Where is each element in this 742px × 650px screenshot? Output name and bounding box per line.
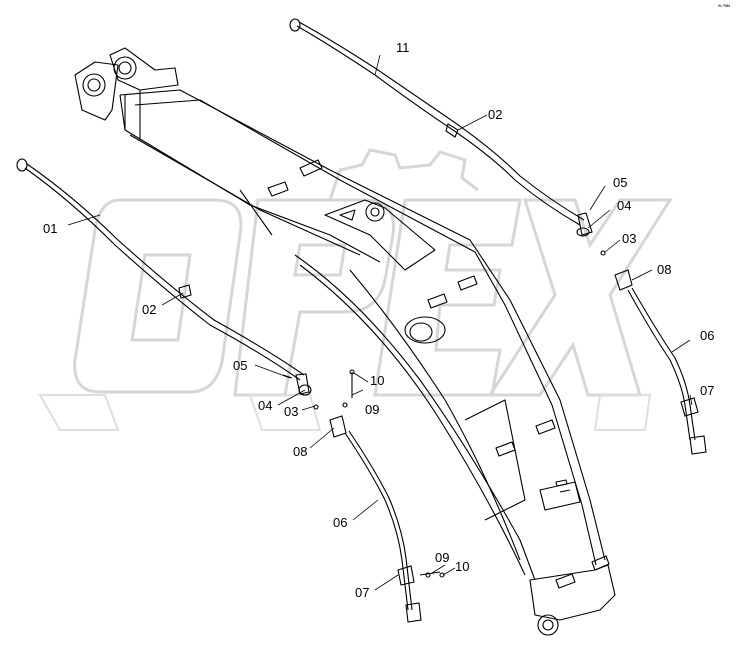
- left-hose-assembly: [16, 158, 445, 623]
- label-05-left: 05: [233, 358, 247, 373]
- label-09-upper: 09: [365, 402, 379, 417]
- label-06-left: 06: [333, 515, 347, 530]
- label-02-left: 02: [142, 302, 156, 317]
- adapter-08-right: [614, 269, 633, 291]
- connector-right: [689, 435, 707, 455]
- label-11: 11: [396, 40, 410, 55]
- oring-03-right: [600, 250, 606, 256]
- fitting-04-left: [295, 373, 310, 395]
- label-08-right: 08: [657, 262, 671, 277]
- clamp-07-left: [397, 565, 415, 586]
- watermark-letters: [38, 394, 652, 431]
- boom-assembly: [74, 47, 616, 636]
- leader-lines: [67, 54, 693, 591]
- label-04-right: 04: [617, 198, 631, 213]
- oring-03-left: [313, 404, 319, 410]
- part-labels: 11 02 05 04 03 08 06 07 01 02 05 04 03 0…: [43, 4, 730, 600]
- label-08-left: 08: [293, 444, 307, 459]
- clamp-07-right: [680, 397, 699, 417]
- clamp-02-right: [445, 123, 459, 138]
- corner-mark: ᵂ-°ᴹᴹ: [718, 4, 730, 10]
- right-hose-assembly: [289, 18, 707, 455]
- adapter-08-left: [329, 415, 347, 438]
- label-07-left: 07: [355, 585, 369, 600]
- connector-left: [405, 602, 422, 623]
- label-03-right: 03: [622, 231, 636, 246]
- label-09-lower: 09: [435, 550, 449, 565]
- label-04-left: 04: [258, 398, 272, 413]
- watermark: [73, 148, 673, 397]
- label-10-upper: 10: [370, 373, 384, 388]
- label-02-right: 02: [488, 107, 502, 122]
- label-01: 01: [43, 221, 57, 236]
- label-05-right: 05: [613, 175, 627, 190]
- label-10-lower: 10: [455, 559, 469, 574]
- fitting-04-right: [576, 227, 590, 237]
- label-06-right: 06: [700, 328, 714, 343]
- label-07-right: 07: [700, 383, 714, 398]
- label-03-left: 03: [284, 404, 298, 419]
